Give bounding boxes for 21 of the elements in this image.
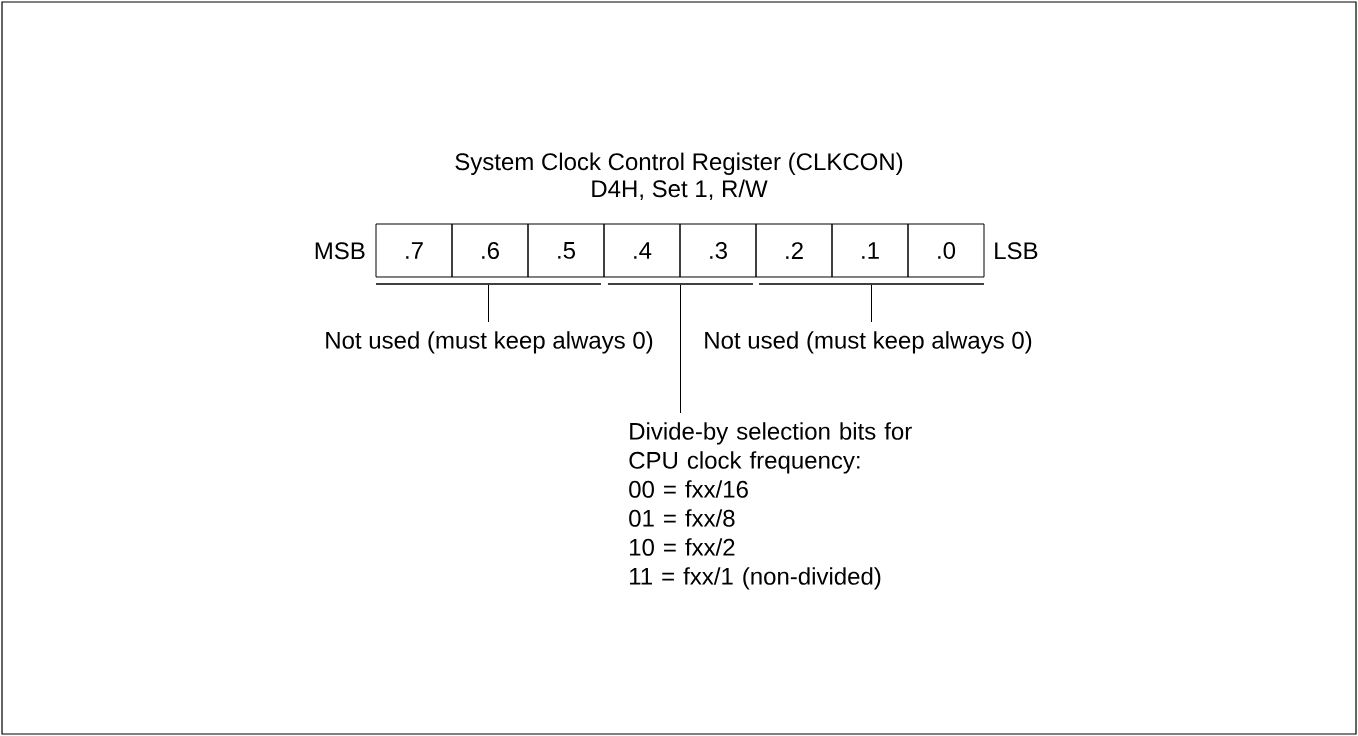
bit-cell: .4 — [603, 223, 681, 278]
bit-cell: .7 — [375, 223, 453, 278]
register-info: D4H, Set 1, R/W — [592, 179, 768, 201]
description-text: Not used (must keep always 0) — [705, 331, 1032, 354]
title-text: System Clock Control Register (CLKCON) — [455, 152, 903, 175]
description-text: Divide-by selection bits for CPU clock frequency: 00 = fxx/16 01 = fxx/8 10 = fxx/2 11 = fxx/1 (non-divided) — [629, 422, 912, 590]
leader-line — [488, 284, 489, 323]
bracket-line — [608, 283, 753, 285]
bit-cell: .5 — [527, 223, 605, 278]
bit-cell: .0 — [907, 223, 985, 278]
msb-label: MSB — [315, 242, 365, 260]
bracket-line — [759, 283, 984, 285]
bit-cell: .6 — [451, 223, 529, 278]
bracket-line — [376, 283, 601, 285]
bit-cell: .2 — [755, 223, 833, 278]
description-text: Not used (must keep always 0) — [326, 331, 653, 354]
leader-line — [871, 284, 872, 323]
bit-cell: .1 — [831, 223, 909, 278]
leader-line — [680, 284, 681, 414]
lsb-label: LSB — [995, 242, 1038, 260]
bit-cell: .3 — [679, 223, 757, 278]
